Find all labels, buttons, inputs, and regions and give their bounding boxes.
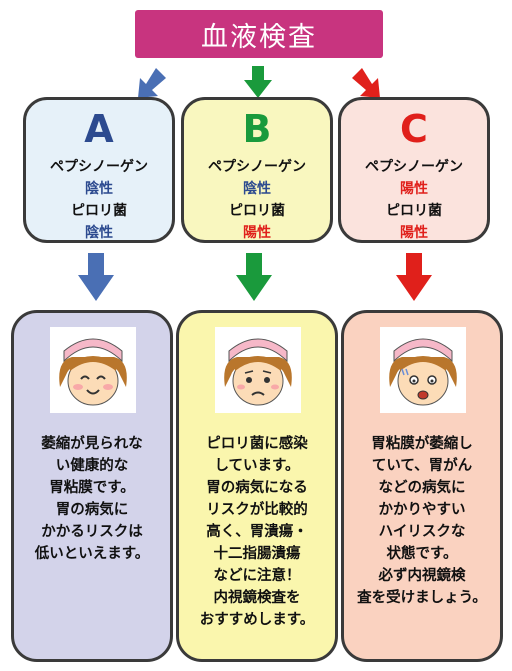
description-line: かかるリスクは bbox=[41, 524, 143, 540]
arrow-down-icon bbox=[244, 66, 272, 98]
description-line: リスクが比較的 bbox=[206, 502, 308, 518]
group-b-letter: B bbox=[242, 107, 272, 151]
description-line: 高く、胃潰瘍・ bbox=[206, 524, 308, 540]
description-line: 低いといえます。 bbox=[34, 546, 150, 562]
description-line: しています。 bbox=[214, 458, 300, 474]
description-line: かかりやすい bbox=[378, 502, 466, 518]
description-line: 胃粘膜です。 bbox=[49, 480, 135, 496]
pylori-label: ピロリ菌 bbox=[229, 203, 285, 219]
group-a-detail: 萎縮が見られな い健康的な 胃粘膜です。 胃の病気に かかるリスクは 低いといえ… bbox=[11, 310, 173, 662]
pepsinogen-result: 陽性 bbox=[400, 181, 428, 197]
description-line: ていて、胃がん bbox=[371, 458, 473, 474]
description-line: 十二指腸潰瘍 bbox=[213, 546, 301, 562]
pylori-label: ピロリ菌 bbox=[71, 203, 127, 219]
description-line: 胃の病気に bbox=[55, 502, 129, 518]
group-c-description: 胃粘膜が萎縮し ていて、胃がん などの病気に かかりやすい ハイリスクな 状態で… bbox=[350, 433, 494, 609]
group-a-summary: A ペプシノーゲン 陰性 ピロリ菌 陰性 bbox=[23, 97, 175, 243]
arrow-down-icon bbox=[396, 253, 432, 301]
description-line: などの病気に bbox=[378, 480, 466, 496]
description-line: 内視鏡検査を bbox=[213, 590, 301, 606]
group-c-letter: C bbox=[400, 107, 428, 151]
pepsinogen-label: ペプシノーゲン bbox=[50, 159, 148, 175]
arrow-down-left-icon bbox=[138, 68, 166, 98]
description-line: ハイリスクな bbox=[378, 524, 466, 540]
group-a-description: 萎縮が見られな い健康的な 胃粘膜です。 胃の病気に かかるリスクは 低いといえ… bbox=[20, 433, 164, 565]
group-b-detail: ピロリ菌に感染 しています。 胃の病気になる リスクが比較的 高く、胃潰瘍・ 十… bbox=[176, 310, 338, 662]
description-line: い健康的な bbox=[55, 458, 129, 474]
pylori-label: ピロリ菌 bbox=[386, 203, 442, 219]
scared-nurse-face-icon bbox=[380, 327, 466, 413]
pepsinogen-result: 陰性 bbox=[243, 181, 271, 197]
group-c-summary: C ペプシノーゲン 陽性 ピロリ菌 陽性 bbox=[338, 97, 490, 243]
description-line: 萎縮が見られな bbox=[41, 436, 143, 452]
group-b-summary: B ペプシノーゲン 陰性 ピロリ菌 陽性 bbox=[181, 97, 333, 243]
page-title: 血液検査 bbox=[135, 10, 383, 58]
description-line: などに注意！ bbox=[213, 568, 301, 584]
group-b-description: ピロリ菌に感染 しています。 胃の病気になる リスクが比較的 高く、胃潰瘍・ 十… bbox=[185, 433, 329, 631]
description-line: ピロリ菌に感染 bbox=[206, 436, 308, 452]
group-a-letter: A bbox=[84, 107, 114, 151]
pylori-result: 陽性 bbox=[243, 225, 271, 241]
pepsinogen-label: ペプシノーゲン bbox=[365, 159, 463, 175]
happy-nurse-face-icon bbox=[50, 327, 136, 413]
worried-nurse-face-icon bbox=[215, 327, 301, 413]
arrow-down-right-icon bbox=[352, 68, 380, 98]
description-line: おすすめします。 bbox=[199, 612, 315, 628]
pepsinogen-label: ペプシノーゲン bbox=[208, 159, 306, 175]
pylori-result: 陰性 bbox=[85, 225, 113, 241]
arrow-down-icon bbox=[78, 253, 114, 301]
pepsinogen-result: 陰性 bbox=[85, 181, 113, 197]
description-line: 査を受けましょう。 bbox=[357, 590, 487, 606]
description-line: 胃の病気になる bbox=[206, 480, 308, 496]
pylori-result: 陽性 bbox=[400, 225, 428, 241]
group-c-detail: 胃粘膜が萎縮し ていて、胃がん などの病気に かかりやすい ハイリスクな 状態で… bbox=[341, 310, 503, 662]
arrow-down-icon bbox=[236, 253, 272, 301]
description-line: 状態です。 bbox=[386, 546, 458, 562]
description-line: 必ず内視鏡検 bbox=[378, 568, 466, 584]
description-line: 胃粘膜が萎縮し bbox=[371, 436, 473, 452]
